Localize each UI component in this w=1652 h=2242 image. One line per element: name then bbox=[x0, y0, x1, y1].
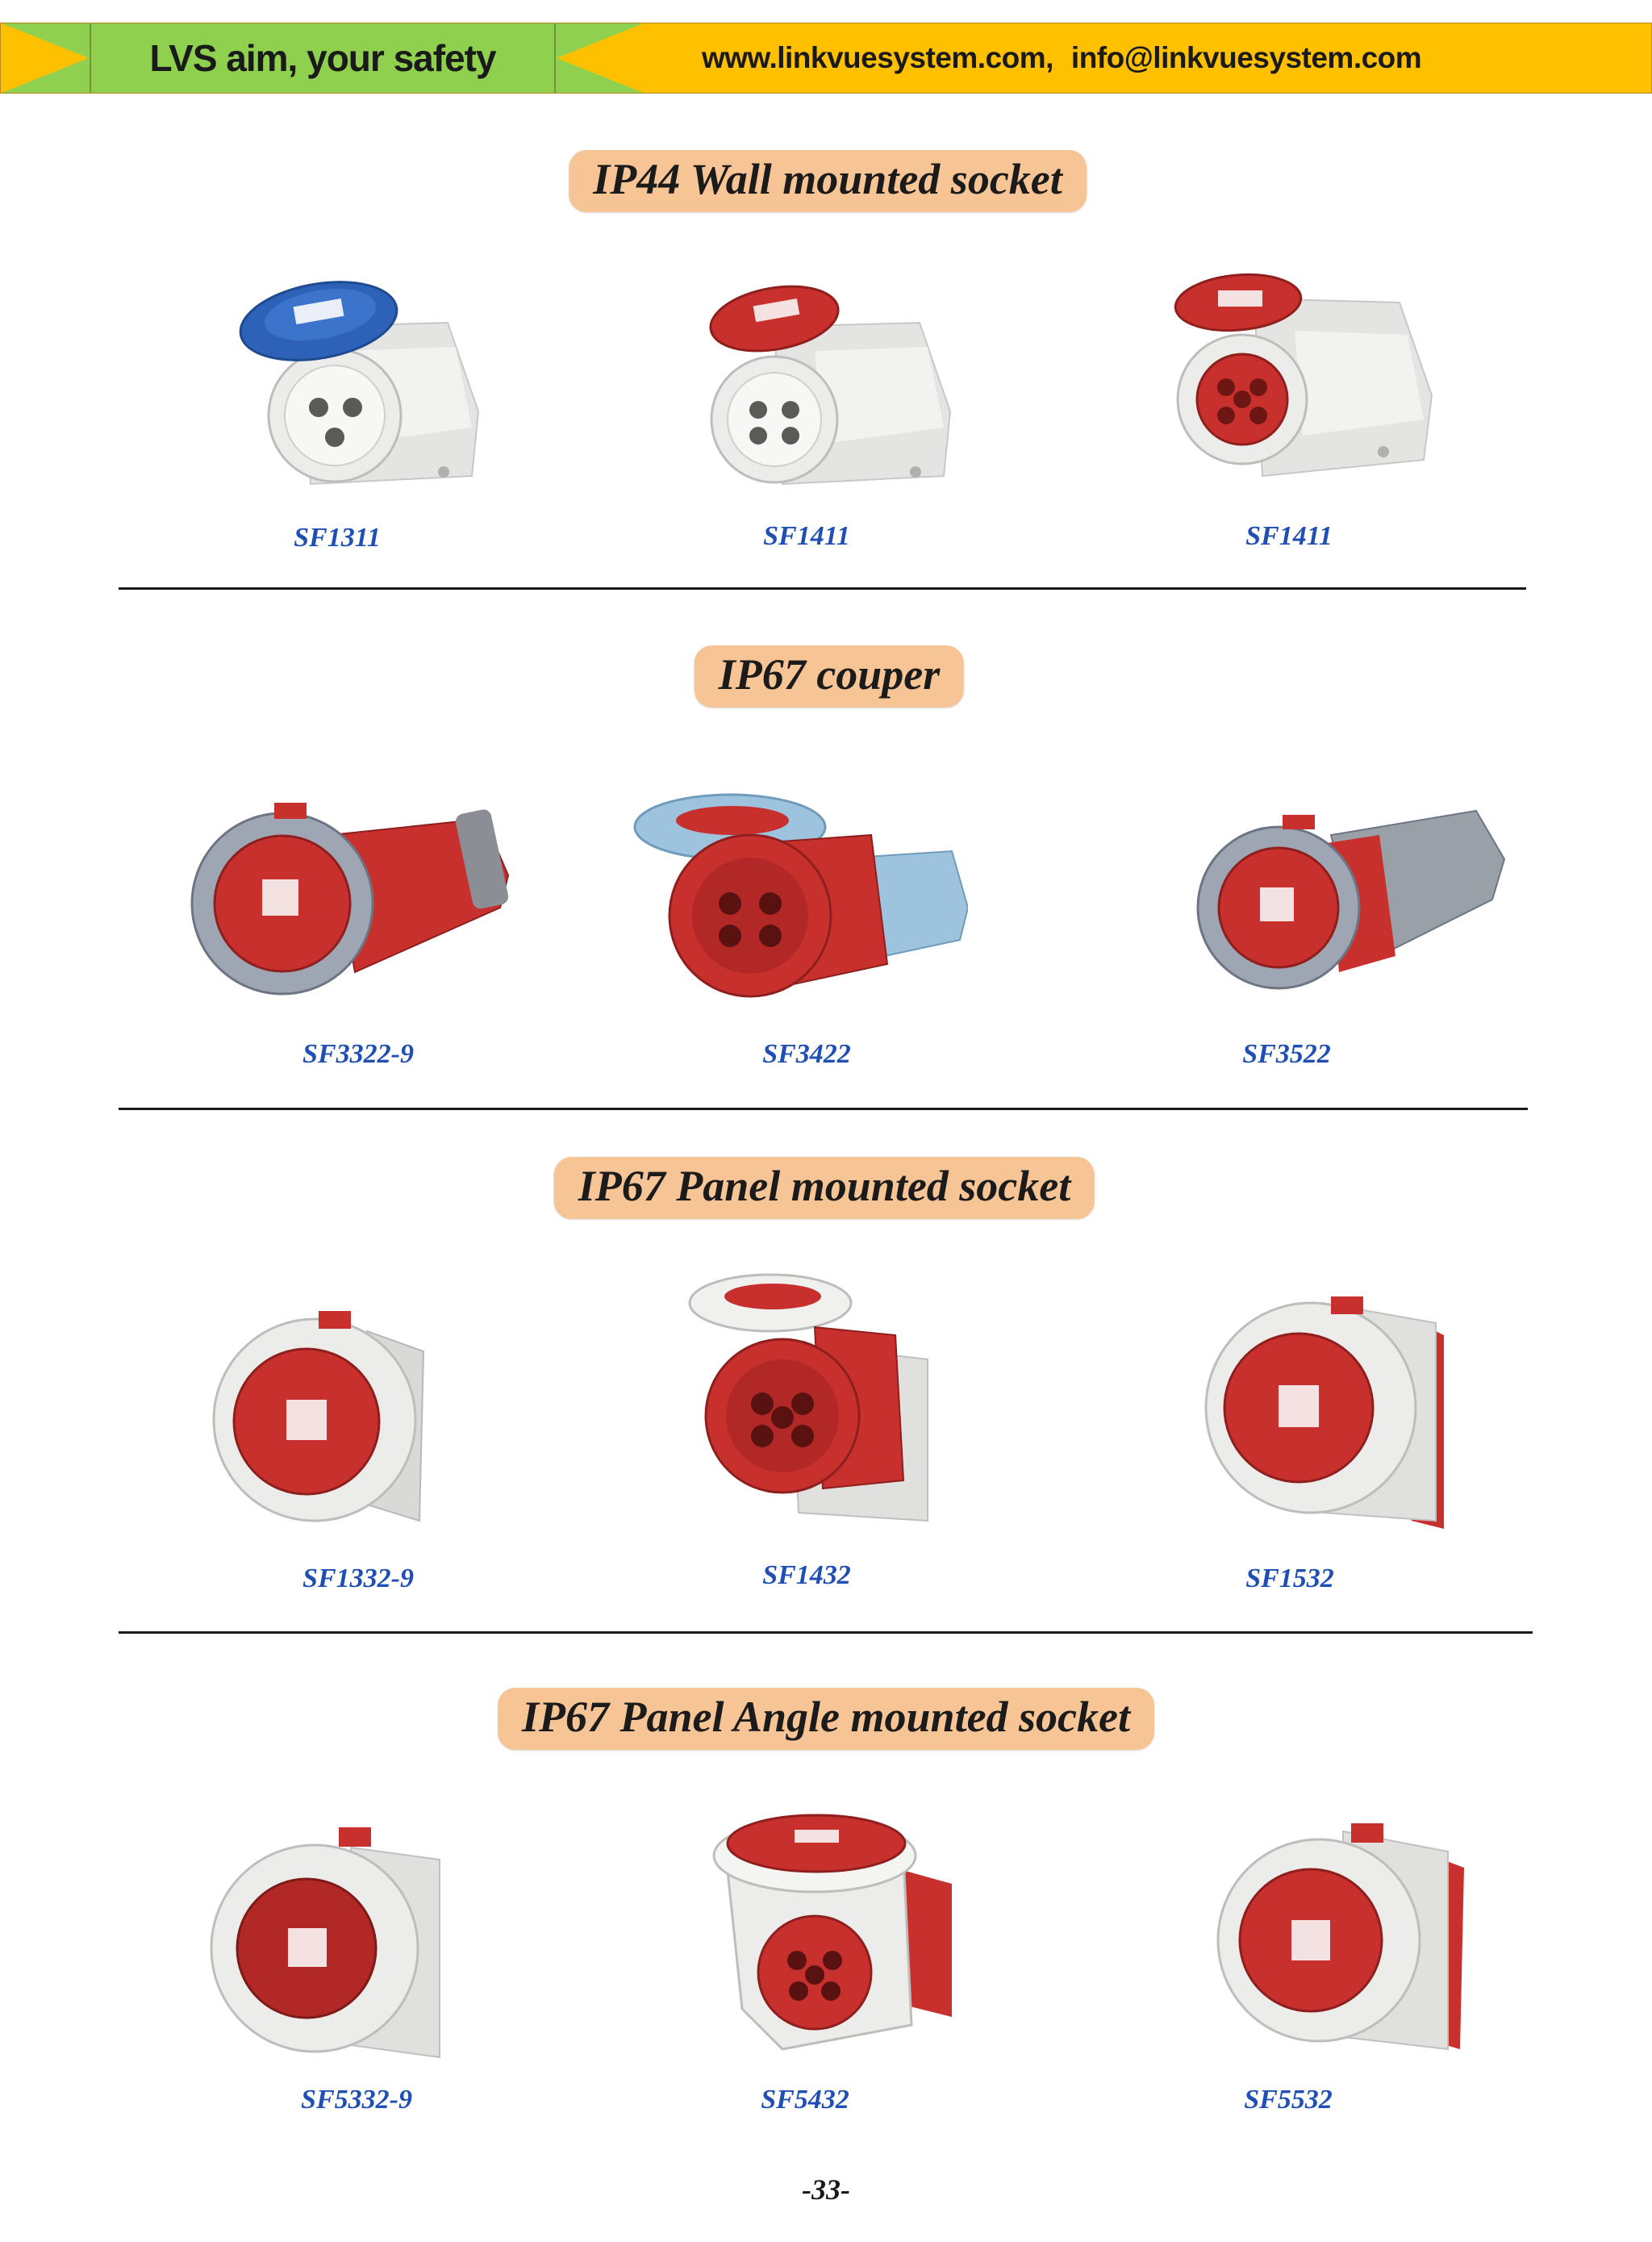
product-image-coupler-red-closed bbox=[186, 787, 524, 1053]
page-number: -33- bbox=[802, 2173, 850, 2206]
product-image-panel-socket-open bbox=[661, 1271, 1000, 1537]
product-code: SF1332-9 bbox=[302, 1564, 414, 1593]
product-image-coupler-blue-open bbox=[629, 787, 970, 1053]
panel-socket-open-image bbox=[688, 1273, 928, 1522]
product-image-angle-socket-closed bbox=[190, 1815, 528, 2081]
product-image-angle-socket-closed bbox=[1190, 1807, 1529, 2073]
header-banner: LVS aim, your safety www.linkvuesystem.c… bbox=[0, 23, 1652, 94]
coupler-grey-closed-image bbox=[1196, 809, 1506, 990]
section-divider bbox=[119, 1108, 1528, 1110]
angle-socket-closed-image bbox=[210, 1827, 440, 2059]
product-code: SF1411 bbox=[763, 521, 850, 551]
product-code: SF1311 bbox=[294, 523, 381, 553]
product-image-panel-socket-closed bbox=[1178, 1287, 1516, 1553]
product-code: SF1432 bbox=[762, 1560, 851, 1590]
section-title: IP67 couper bbox=[694, 645, 965, 708]
contact-info: www.linkvuesystem.com, info@linkvuesyste… bbox=[702, 31, 1422, 86]
section-divider bbox=[119, 587, 1526, 590]
panel-socket-closed-image bbox=[1204, 1296, 1444, 1529]
product-image-angle-socket-open bbox=[678, 1807, 1016, 2073]
angle-socket-closed-image bbox=[1216, 1823, 1464, 2051]
section-divider bbox=[119, 1631, 1533, 1634]
red-wall-socket-image bbox=[709, 285, 952, 486]
email-link[interactable]: info@linkvuesystem.com bbox=[1070, 41, 1422, 74]
product-image-blue-wall-socket bbox=[181, 266, 520, 532]
product-code: SF3422 bbox=[762, 1039, 851, 1069]
website-link[interactable]: www.linkvuesystem.com, bbox=[702, 41, 1053, 74]
angle-socket-open-image bbox=[712, 1814, 952, 2051]
product-code: SF5432 bbox=[761, 2085, 849, 2115]
coupler-red-closed-image bbox=[190, 803, 510, 996]
blue-wall-socket-image bbox=[239, 281, 480, 486]
banner-graphic bbox=[0, 23, 1652, 94]
product-image-panel-socket-closed bbox=[181, 1291, 520, 1557]
product-code: SF5532 bbox=[1244, 2085, 1333, 2115]
red-wall-socket-5pin-image bbox=[1174, 273, 1433, 478]
product-code: SF5332-9 bbox=[301, 2085, 412, 2115]
product-code: SF1532 bbox=[1245, 1564, 1334, 1593]
coupler-blue-open-image bbox=[633, 793, 970, 998]
panel-socket-closed-image bbox=[212, 1311, 425, 1522]
product-code: SF1411 bbox=[1245, 521, 1333, 551]
product-image-coupler-grey-closed bbox=[1186, 787, 1525, 1053]
section-title: IP67 Panel Angle mounted socket bbox=[498, 1688, 1154, 1750]
product-code: SF3522 bbox=[1242, 1039, 1331, 1069]
product-image-red-wall-socket-5pin bbox=[1125, 266, 1464, 532]
company-slogan: LVS aim, your safety bbox=[149, 37, 496, 79]
product-image-red-wall-socket bbox=[653, 266, 992, 532]
section-title: IP67 Panel mounted socket bbox=[553, 1157, 1095, 1219]
product-code: SF3322-9 bbox=[302, 1039, 414, 1069]
section-title: IP44 Wall mounted socket bbox=[569, 150, 1087, 212]
